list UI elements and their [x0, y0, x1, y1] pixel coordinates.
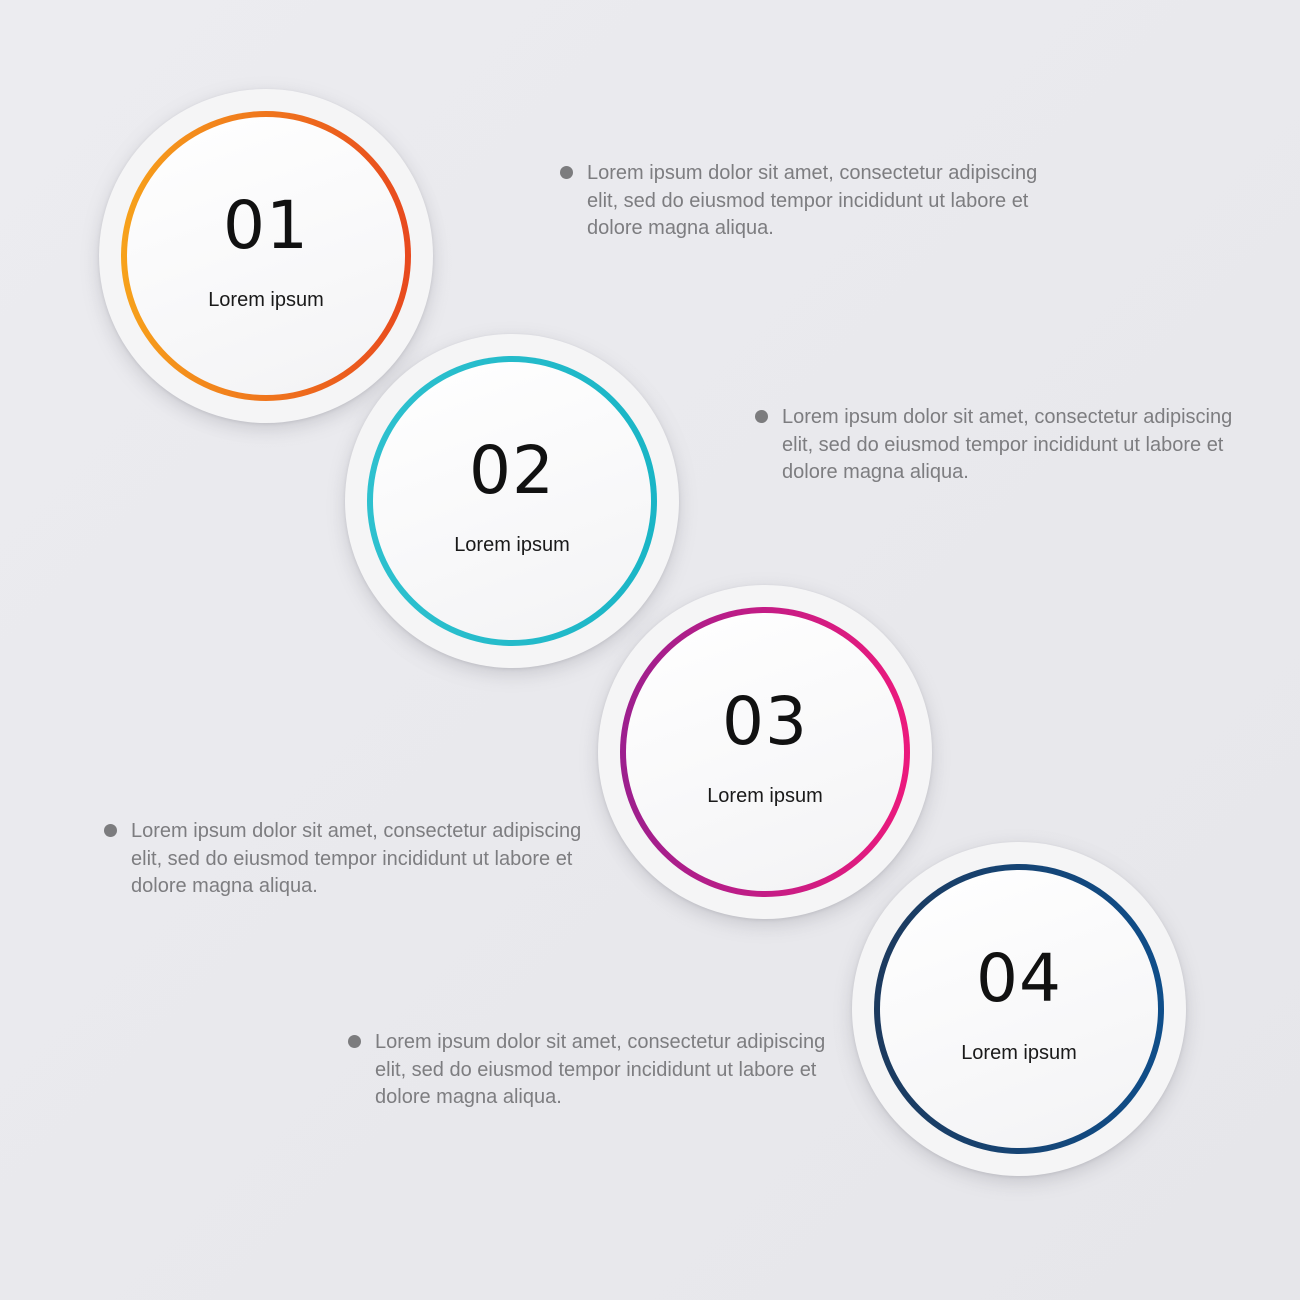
step-label: Lorem ipsum — [961, 1042, 1077, 1064]
step-label: Lorem ipsum — [707, 785, 823, 807]
bullet-dot-icon — [104, 824, 117, 837]
step-ring — [620, 607, 910, 897]
description-text: Lorem ipsum dolor sit amet, consectetur … — [131, 820, 582, 897]
step-circle-01: 01 Lorem ipsum — [99, 89, 433, 423]
bullet-dot-icon — [755, 410, 768, 423]
step-number: 02 — [469, 432, 555, 509]
description-text: Lorem ipsum dolor sit amet, consectetur … — [782, 406, 1233, 483]
step-number: 04 — [976, 940, 1062, 1017]
description-text: Lorem ipsum dolor sit amet, consectetur … — [375, 1031, 826, 1108]
step-label: Lorem ipsum — [208, 289, 324, 311]
step-ring — [874, 864, 1164, 1154]
bullet-dot-icon — [560, 166, 573, 179]
step-number: 01 — [223, 187, 309, 264]
step-circle-03: 03 Lorem ipsum — [598, 585, 932, 919]
step-number: 03 — [722, 683, 808, 760]
step-circle-04: 04 Lorem ipsum — [852, 842, 1186, 1176]
step-ring — [367, 356, 657, 646]
step-circle-02: 02 Lorem ipsum — [345, 334, 679, 668]
description-text: Lorem ipsum dolor sit amet, consectetur … — [587, 162, 1038, 239]
step-label: Lorem ipsum — [454, 534, 570, 556]
step-ring — [121, 111, 411, 401]
bullet-dot-icon — [348, 1035, 361, 1048]
